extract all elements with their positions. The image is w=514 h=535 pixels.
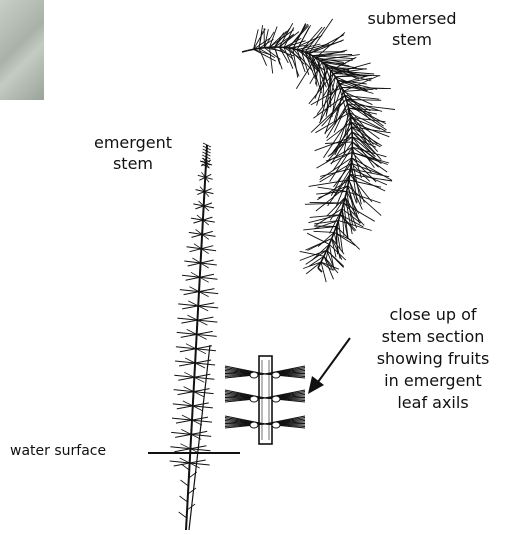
pointer-arrow-shaft [318,338,350,382]
close-up-label-line: in emergent [358,370,508,392]
close-up-label: close up of stem section showing fruits … [358,304,508,414]
submersed-stem-label-line: stem [352,29,472,50]
submersed-stem-drawing [242,19,395,282]
emergent-stem-drawing [170,143,219,530]
emergent-stem-label-line: stem [78,153,188,174]
close-up-label-line: showing fruits [358,348,508,370]
stem-section-closeup-drawing [225,356,305,444]
submersed-stem-label-line: submersed [352,8,472,29]
close-up-label-line: close up of [358,304,508,326]
close-up-label-line: leaf axils [358,392,508,414]
water-surface-label: water surface [10,441,106,462]
emergent-stem-label: emergent stem [78,132,188,174]
emergent-stem-label-line: emergent [78,132,188,153]
close-up-label-line: stem section [358,326,508,348]
submersed-stem-label: submersed stem [352,8,472,50]
